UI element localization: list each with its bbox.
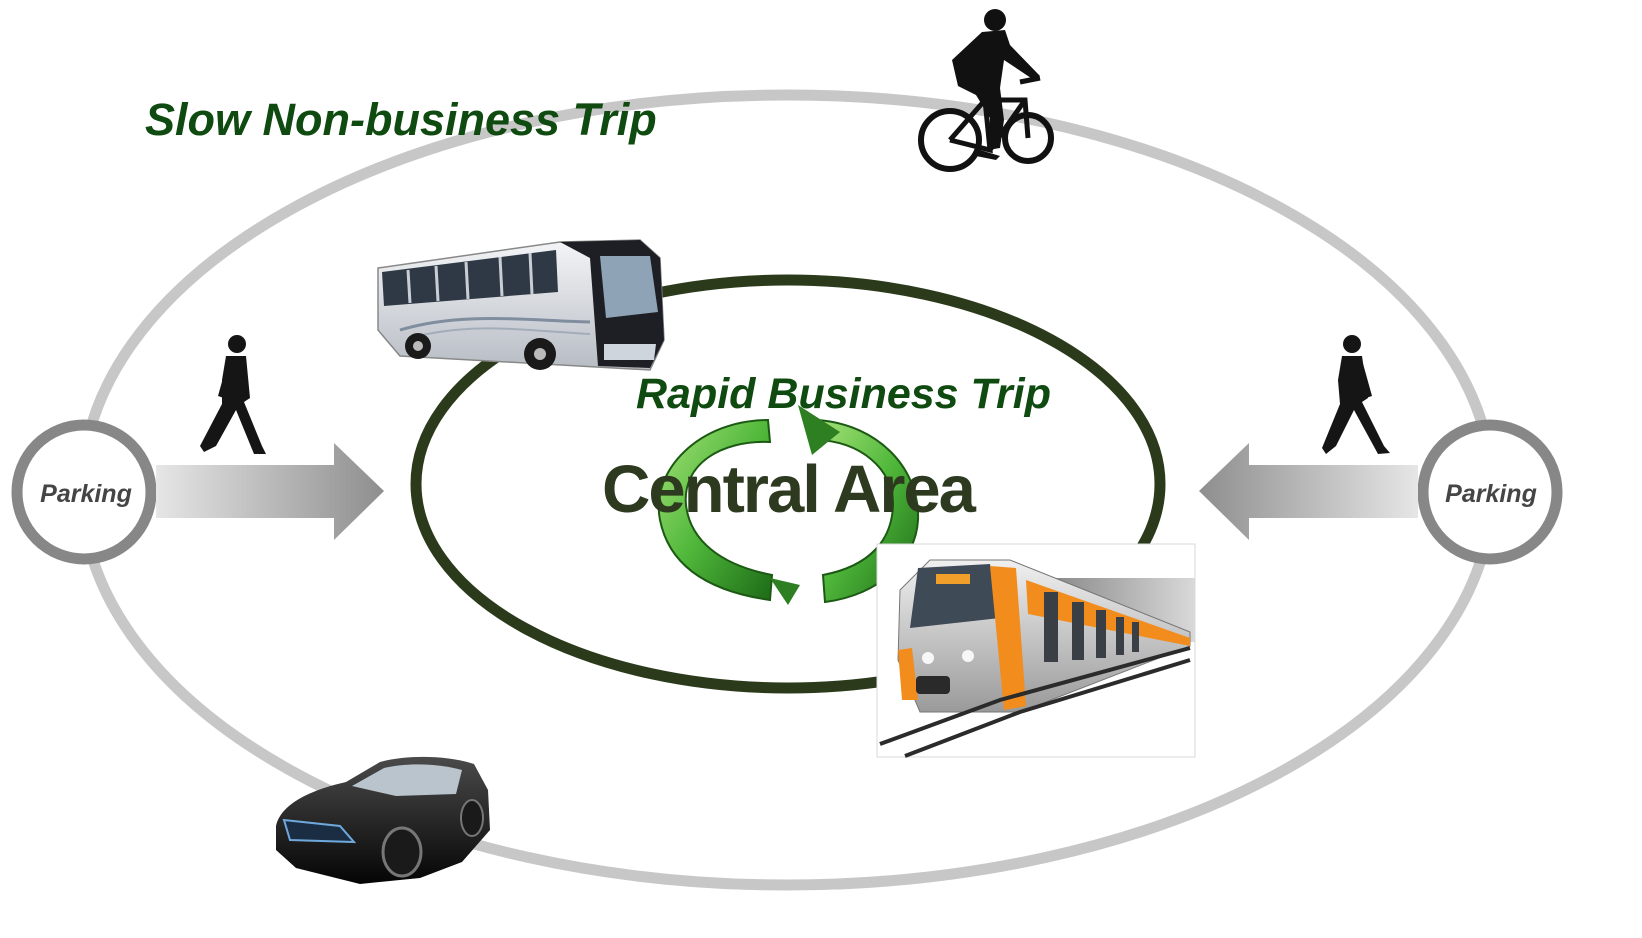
central-area-label: Central Area <box>602 452 977 527</box>
pedestrian-right-icon <box>1322 335 1390 454</box>
parking-left-label: Parking <box>40 480 132 508</box>
bus-icon <box>377 239 665 371</box>
pedestrian-left-icon <box>200 335 266 454</box>
parking-right-label: Parking <box>1445 480 1537 508</box>
outer-ring-label: Slow Non-business Trip <box>145 94 657 145</box>
train-icon <box>876 543 1196 758</box>
inner-ring <box>410 274 1166 694</box>
arrow-left-to-center <box>156 443 384 540</box>
car-icon <box>276 756 490 884</box>
inner-ring-label: Rapid Business Trip <box>636 370 1051 418</box>
parking-right: Parking <box>1417 419 1563 565</box>
arrow-right-to-center <box>1199 443 1418 540</box>
bicyclist-icon <box>918 9 1054 172</box>
parking-left: Parking <box>11 419 157 565</box>
